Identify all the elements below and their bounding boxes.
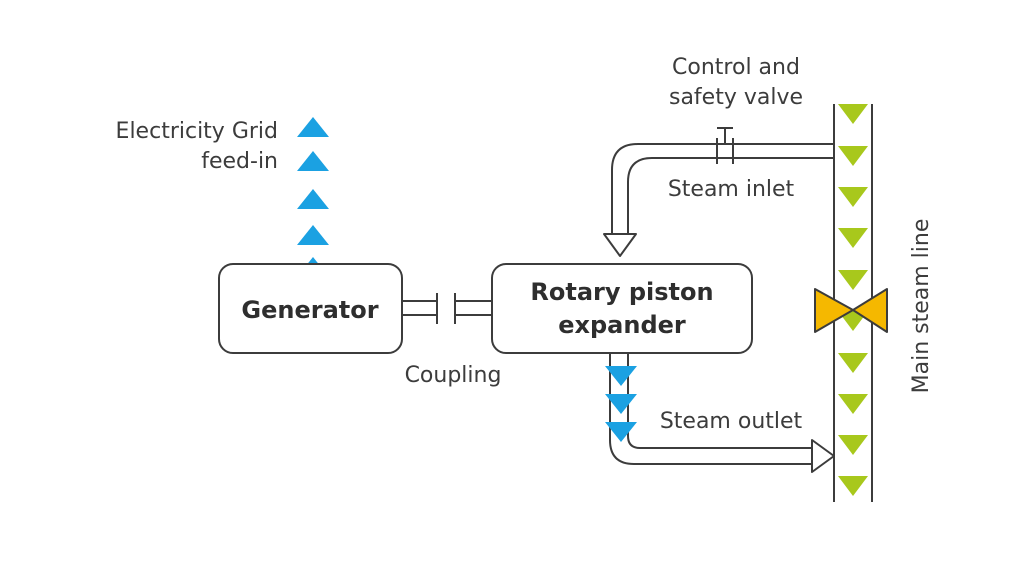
steam-outlet-flow-arrows <box>605 366 637 442</box>
main-steam-line-label: Main steam line <box>909 219 934 394</box>
steam-flow-arrow-icon <box>838 104 868 124</box>
electricity-feed-arrows <box>297 117 329 277</box>
steam-outlet-label: Steam outlet <box>660 409 803 434</box>
electricity-arrow-icon <box>297 189 329 209</box>
main-steam-flow-arrows <box>838 104 868 496</box>
outlet-flow-arrow-icon <box>605 422 637 442</box>
steam-flow-arrow-icon <box>838 435 868 455</box>
steam-outlet-pipe <box>609 354 835 473</box>
control-safety-valve-icon <box>716 127 734 164</box>
coupling-icon <box>402 293 492 324</box>
steam-flow-arrow-icon <box>838 228 868 248</box>
outlet-flow-arrow-icon <box>605 394 637 414</box>
coupling-label: Coupling <box>405 363 502 388</box>
expander-box: Rotary piston expander <box>491 263 753 354</box>
generator-label: Generator <box>241 296 378 324</box>
electricity-label-line1: Electricity Grid <box>116 119 278 144</box>
control-valve-label-line1: Control and <box>672 55 800 80</box>
electricity-arrow-icon <box>297 151 329 171</box>
main-line-valve-icon <box>814 288 888 333</box>
expander-label-line1: Rotary piston <box>530 278 713 306</box>
steam-inlet-pipe <box>603 143 834 257</box>
outlet-flow-arrow-icon <box>605 366 637 386</box>
steam-flow-arrow-icon <box>838 146 868 166</box>
steam-flow-arrow-icon <box>838 476 868 496</box>
generator-box: Generator <box>218 263 403 354</box>
electricity-arrow-icon <box>297 117 329 137</box>
control-valve-label-line2: safety valve <box>669 85 803 110</box>
steam-flow-arrow-icon <box>838 394 868 414</box>
electricity-arrow-icon <box>297 225 329 245</box>
steam-flow-arrow-icon <box>838 270 868 290</box>
electricity-label-line2: feed-in <box>201 149 278 174</box>
steam-flow-arrow-icon <box>838 187 868 207</box>
steam-inlet-label: Steam inlet <box>668 177 795 202</box>
expander-label-line2: expander <box>558 311 686 339</box>
steam-flow-arrow-icon <box>838 353 868 373</box>
